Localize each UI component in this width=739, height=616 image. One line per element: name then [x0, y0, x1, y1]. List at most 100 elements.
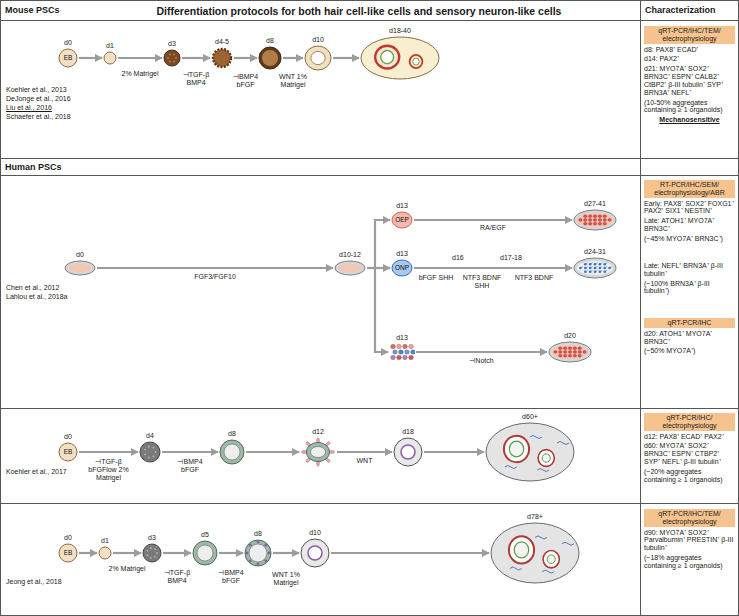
- cell-shape: [491, 523, 579, 583]
- cell-shape: [150, 557, 152, 559]
- stage-node: d0EB: [58, 39, 78, 68]
- cell-shape: [257, 541, 260, 544]
- cell-shape: [150, 547, 152, 549]
- stage-picture: EB: [58, 543, 78, 563]
- characterization-text: (~18% aggregates containing ≥ 1 organoid…: [644, 554, 735, 570]
- cell-illustration: [389, 343, 415, 361]
- cell-shape: [410, 55, 423, 68]
- stage-node: d10-12: [334, 251, 366, 276]
- neuron-fibre: [510, 567, 522, 570]
- cell-shape: [65, 261, 95, 275]
- day-label: d1: [98, 537, 112, 545]
- reference: Koehler et al., 2013: [6, 86, 67, 94]
- protocol-arrow: [367, 220, 390, 268]
- cell-shape: [563, 354, 567, 357]
- method-heading: qRT-PCR/IHC/TEM/ electrophysiology: [644, 509, 735, 527]
- characterization-text: (~100% BRN3A⁺ β-III tubulin⁺): [644, 280, 735, 296]
- method-heading: qRT-PCR/IHC/TEM/ electrophysiology: [644, 26, 735, 44]
- day-label: d0: [58, 534, 78, 542]
- stage-name: OEP: [395, 217, 409, 224]
- column-line: [640, 0, 641, 616]
- reference: DeJonge et al., 2016: [6, 95, 71, 103]
- cell-shape: [549, 342, 591, 362]
- protocol-arrow: [424, 451, 484, 453]
- method-heading: qRT-PCR/IHC/ electrophysiology: [644, 413, 735, 431]
- characterization-text: Late: NEFL⁺ BRN3A⁺ β-III tubulin⁺: [644, 262, 735, 278]
- cell-shape: [401, 445, 415, 459]
- cell-shape: [381, 51, 394, 64]
- cell-shape: [144, 453, 146, 455]
- cell-illustration: [393, 437, 423, 467]
- cell-illustration: [300, 437, 336, 467]
- factor-label: NTF3 BDNF SHH: [460, 274, 504, 290]
- protocol-arrow: [163, 552, 191, 554]
- cell-shape: [268, 552, 271, 555]
- cell-shape: [262, 50, 278, 66]
- stage-picture: EB: [58, 442, 78, 462]
- cell-shape: [603, 215, 607, 218]
- protocol-arrow: [234, 57, 257, 59]
- neurite: [595, 270, 598, 272]
- cell-shape: [397, 355, 402, 359]
- cell-shape: [543, 551, 559, 568]
- stage-node: d8: [219, 430, 245, 465]
- stage-node: d0: [64, 251, 96, 276]
- stage-name: ONP: [395, 265, 409, 272]
- stage-picture: [573, 257, 617, 279]
- cell-shape: [573, 351, 577, 354]
- factor-label: WNT 1% Matrigel: [275, 73, 311, 89]
- stage-picture: [139, 441, 161, 463]
- cell-shape: [563, 347, 567, 350]
- day-label: d3: [142, 534, 162, 542]
- stage-node: d8: [244, 530, 272, 567]
- cell-shape: [584, 263, 587, 266]
- day-label: d24-31: [573, 248, 617, 256]
- cell-shape: [173, 54, 175, 56]
- cell-shape: [301, 539, 329, 567]
- cell-shape: [542, 454, 550, 462]
- protocol-arrow: [414, 219, 572, 221]
- cell-shape: [593, 222, 597, 225]
- cell-shape: [583, 219, 587, 222]
- stage-picture: [219, 439, 245, 465]
- day-label: d27-41: [573, 200, 617, 208]
- cell-shape: [148, 446, 150, 448]
- cell-illustration: [304, 45, 332, 71]
- neurite: [590, 270, 593, 272]
- cell-shape: [335, 261, 365, 275]
- cell-shape: [147, 550, 149, 552]
- cell-shape: [574, 210, 616, 230]
- neurite: [595, 263, 598, 265]
- cell-shape: [156, 552, 158, 554]
- reference: Koehler et al., 2017: [6, 468, 67, 476]
- cell-shape: [574, 258, 616, 278]
- cell-shape: [310, 446, 325, 457]
- method-box: qRT-PCR/IHC/ electrophysiology: [644, 413, 735, 431]
- stage-node: d60+: [485, 413, 575, 482]
- factor-label: ⊣TGF-β BMP4: [181, 71, 211, 87]
- stage-picture: [192, 540, 218, 566]
- cell-shape: [486, 423, 574, 481]
- cell-shape: [577, 261, 613, 275]
- protocol-arrow: [337, 451, 392, 453]
- cell-illustration: [219, 439, 245, 465]
- neurite: [600, 267, 603, 269]
- factor-label: bFGF SHH: [418, 274, 454, 282]
- stage-picture: [304, 45, 332, 71]
- cell-shape: [140, 442, 160, 462]
- cell-shape: [608, 267, 611, 270]
- stage-node: d20: [548, 332, 592, 363]
- protocol-arrow: [414, 267, 572, 269]
- cell-shape: [224, 444, 240, 460]
- cell-shape: [59, 544, 77, 562]
- cell-shape: [143, 544, 161, 562]
- stage-node: d13: [389, 334, 415, 361]
- protocol-arrow: [283, 57, 303, 59]
- day-label: d1: [103, 42, 117, 50]
- method-heading: RT-PCR/IHC/SEM/ electrophysiology/ABR: [644, 180, 735, 198]
- cell-shape: [391, 344, 396, 348]
- cell-illustration: [139, 441, 161, 463]
- cell-shape: [509, 536, 534, 563]
- cell-shape: [197, 545, 213, 561]
- day-label: d3: [163, 40, 181, 48]
